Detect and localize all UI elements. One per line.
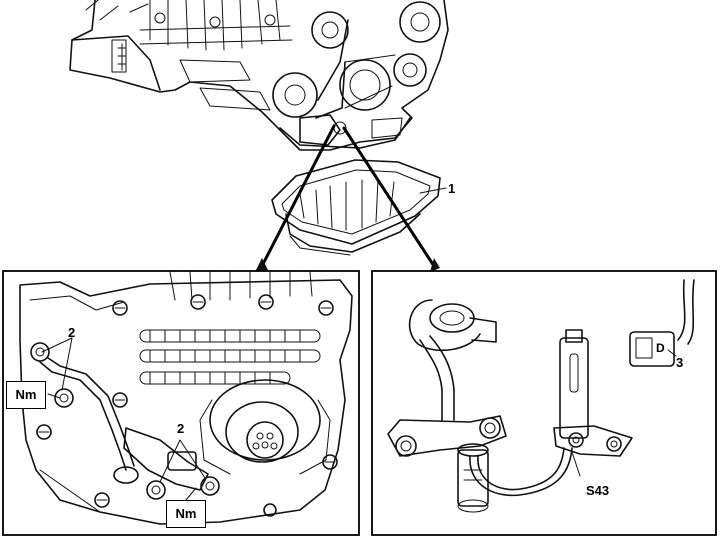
callout-2-upper: 2 xyxy=(68,325,76,340)
connector-letter: D xyxy=(656,341,665,355)
left-detail-panel xyxy=(2,270,360,536)
callout-2-lower: 2 xyxy=(177,421,185,436)
right-detail-panel xyxy=(371,270,717,536)
callout-1: 1 xyxy=(448,181,456,196)
torque-label-bottom: Nm xyxy=(166,500,206,528)
engine-assembly xyxy=(69,0,449,151)
torque-label-left: Nm xyxy=(6,381,46,409)
zoom-lines xyxy=(255,124,440,272)
oil-pan xyxy=(271,159,441,256)
part-1-leader xyxy=(419,187,447,194)
callout-3: 3 xyxy=(676,355,684,370)
sensor-code-label: S43 xyxy=(586,483,610,498)
